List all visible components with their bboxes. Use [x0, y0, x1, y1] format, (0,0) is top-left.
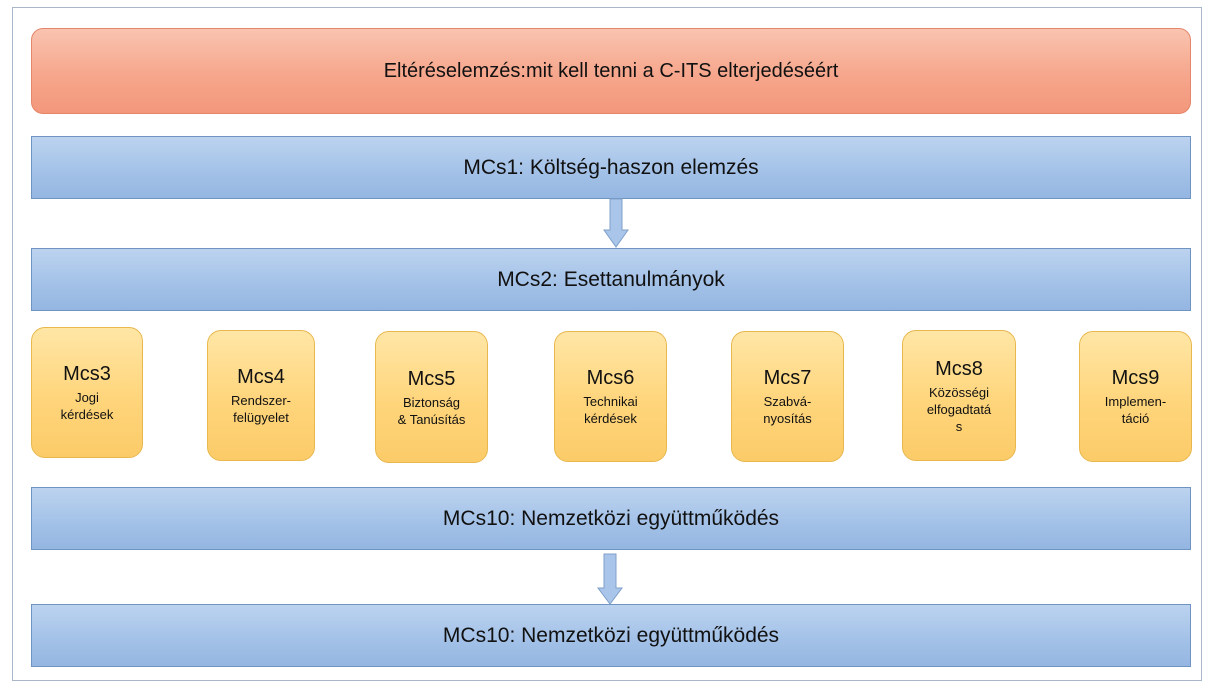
- mcs4-subtitle-line1: Rendszer-: [231, 393, 291, 408]
- mcs9-box: Mcs9 Implemen- táció: [1079, 331, 1192, 462]
- mcs9-subtitle: Implemen- táció: [1105, 393, 1166, 427]
- mcs6-subtitle-line2: kérdések: [584, 411, 637, 426]
- mcs5-subtitle-line1: Biztonság: [402, 394, 461, 410]
- mcs4-subtitle: Rendszer- felügyelet: [231, 392, 291, 426]
- mcs5-subtitle-line2: & Tanúsítás: [397, 411, 466, 427]
- mcs5-title: Mcs5: [407, 367, 456, 390]
- mcs10-bar-lower: MCs10: Nemzetközi együttműködés: [31, 604, 1191, 667]
- mcs8-box: Mcs8 Közösségi elfogadtatá s: [902, 330, 1016, 461]
- mcs8-subtitle-line3: s: [955, 418, 963, 434]
- mcs3-subtitle: Jogi kérdések: [61, 389, 114, 423]
- mcs6-subtitle: Technikai kérdések: [583, 393, 637, 427]
- mcs3-box: Mcs3 Jogi kérdések: [31, 327, 143, 458]
- mcs2-bar: MCs2: Esettanulmányok: [31, 248, 1191, 311]
- mcs7-title: Mcs7: [763, 367, 812, 389]
- arrow-down-icon: [597, 553, 623, 605]
- mcs3-title: Mcs3: [63, 363, 111, 385]
- mcs1-bar: MCs1: Költség-haszon elemzés: [31, 136, 1191, 199]
- gap-analysis-header: Eltéréselemzés:mit kell tenni a C-ITS el…: [31, 28, 1191, 114]
- mcs4-title: Mcs4: [237, 366, 285, 388]
- mcs1-label: MCs1: Költség-haszon elemzés: [463, 155, 759, 179]
- arrow-down-icon: [603, 198, 629, 248]
- mcs7-subtitle-line2: nyosítás: [763, 411, 812, 426]
- mcs8-title: Mcs8: [935, 357, 983, 380]
- mcs9-subtitle-line2: táció: [1121, 411, 1150, 426]
- mcs10-lower-label: MCs10: Nemzetközi együttműködés: [442, 623, 780, 647]
- mcs2-label: MCs2: Esettanulmányok: [497, 267, 725, 291]
- mcs6-subtitle-line1: Technikai: [583, 394, 638, 409]
- mcs5-box: Mcs5 Biztonság & Tanúsítás: [375, 331, 488, 463]
- mcs8-subtitle-line2: elfogadtatá: [926, 401, 992, 417]
- mcs3-subtitle-line1: Jogi: [75, 390, 99, 405]
- mcs4-box: Mcs4 Rendszer- felügyelet: [207, 330, 315, 461]
- mcs4-subtitle-line2: felügyelet: [233, 410, 289, 425]
- mcs10-bar-upper: MCs10: Nemzetközi együttműködés: [31, 487, 1191, 550]
- mcs9-subtitle-line1: Implemen-: [1104, 394, 1167, 409]
- mcs6-title: Mcs6: [586, 367, 635, 389]
- mcs7-subtitle-line1: Szabvá-: [763, 394, 812, 409]
- gap-analysis-header-label: Eltéréselemzés:mit kell tenni a C-ITS el…: [383, 59, 839, 82]
- mcs8-subtitle-line1: Közösségi: [929, 384, 989, 400]
- mcs3-subtitle-line2: kérdések: [60, 407, 114, 422]
- mcs9-title: Mcs9: [1111, 367, 1160, 389]
- mcs8-subtitle: Közösségi elfogadtatá s: [927, 384, 991, 435]
- mcs10-upper-label: MCs10: Nemzetközi együttműködés: [442, 506, 780, 530]
- mcs7-box: Mcs7 Szabvá- nyosítás: [731, 331, 844, 462]
- mcs7-subtitle: Szabvá- nyosítás: [763, 393, 811, 427]
- mcs6-box: Mcs6 Technikai kérdések: [554, 331, 667, 462]
- mcs5-subtitle: Biztonság & Tanúsítás: [398, 394, 466, 428]
